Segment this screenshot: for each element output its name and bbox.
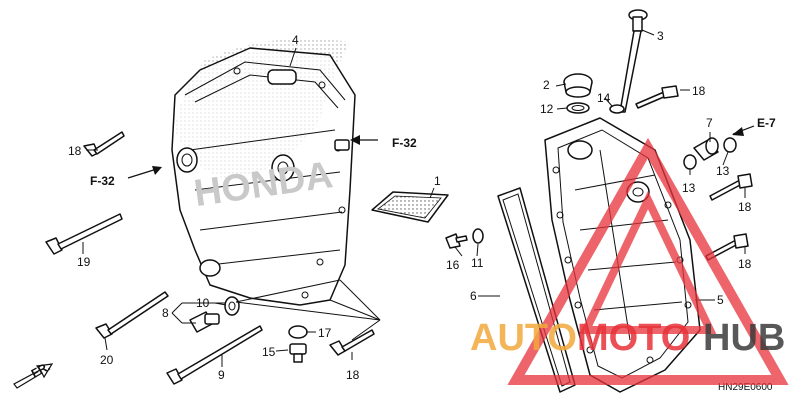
callout-labels: 1 2 3 4 5 6 7 8 9 10 11 12 13 13 14 15 1… xyxy=(68,29,752,382)
front-arrow-icon xyxy=(13,363,54,389)
oil-filler-cap-2 xyxy=(563,73,593,98)
watermark-moto: MOTO xyxy=(577,317,690,359)
bolt-16 xyxy=(445,233,468,249)
o-ring-12 xyxy=(566,102,590,114)
watermark-logo xyxy=(507,137,789,385)
callout-18-right: 18 xyxy=(738,200,752,214)
callout-18-left: 18 xyxy=(68,144,82,158)
bolt-18-lower xyxy=(329,329,375,356)
drain-bolt-8 xyxy=(189,311,220,333)
clamp-13-left xyxy=(683,154,697,170)
callout-4: 4 xyxy=(292,33,299,47)
callout-5: 5 xyxy=(717,293,724,307)
watermark-auto: AUTO xyxy=(470,317,577,359)
callout-10: 10 xyxy=(196,296,210,310)
ref-f32-left: F-32 xyxy=(90,174,115,188)
callout-18-right-lower: 18 xyxy=(738,257,752,271)
watermark-text: AUTO MOTO HUB xyxy=(470,317,785,359)
ref-f32-right: F-32 xyxy=(392,136,417,150)
bolt-18-right-upper xyxy=(709,173,753,201)
callout-18-bottom: 18 xyxy=(346,368,360,382)
bolt-19 xyxy=(45,213,123,255)
callout-19: 19 xyxy=(77,255,91,269)
arrow-f32-right xyxy=(350,135,378,145)
o-ring-17 xyxy=(288,325,308,339)
bolt-18-upper-left xyxy=(83,131,125,157)
washer-10 xyxy=(224,296,240,316)
washer-11 xyxy=(472,228,484,244)
callout-17: 17 xyxy=(318,326,332,340)
clamp-13-right xyxy=(723,137,737,153)
callout-12: 12 xyxy=(540,102,554,116)
callout-1: 1 xyxy=(434,174,441,188)
crankcase-cover xyxy=(171,38,356,306)
oil-strainer-screen xyxy=(371,191,449,223)
callout-6: 6 xyxy=(470,289,477,303)
callout-15: 15 xyxy=(262,345,276,359)
ref-e7: E-7 xyxy=(757,116,776,130)
callout-16: 16 xyxy=(446,258,460,272)
callout-13a: 13 xyxy=(682,181,696,195)
callout-3: 3 xyxy=(657,29,664,43)
bolt-9 xyxy=(166,325,263,385)
drawing-code: HN29E0600 xyxy=(718,382,773,393)
callout-11: 11 xyxy=(471,256,484,270)
callout-7: 7 xyxy=(706,116,713,130)
leader-lines xyxy=(82,29,746,367)
watermark-hub: HUB xyxy=(703,317,785,359)
dipstick-3 xyxy=(619,9,648,113)
bolt-20 xyxy=(95,291,169,339)
callout-2: 2 xyxy=(543,78,550,92)
callout-13b: 13 xyxy=(716,164,730,178)
callout-9: 9 xyxy=(218,368,225,382)
warning-triangle-icon xyxy=(507,137,789,385)
bolt-18-upper-right xyxy=(635,85,679,109)
front-label: FR. xyxy=(29,359,53,380)
breather-joint-7 xyxy=(693,137,719,161)
callout-18-top-right: 18 xyxy=(692,84,706,98)
plug-15 xyxy=(289,343,307,363)
o-ring-14 xyxy=(609,104,625,114)
callout-14: 14 xyxy=(597,91,611,105)
callout-8: 8 xyxy=(162,306,169,320)
callout-20: 20 xyxy=(100,353,114,367)
arrow-f32-left xyxy=(127,166,162,179)
arrow-e7 xyxy=(732,125,755,136)
